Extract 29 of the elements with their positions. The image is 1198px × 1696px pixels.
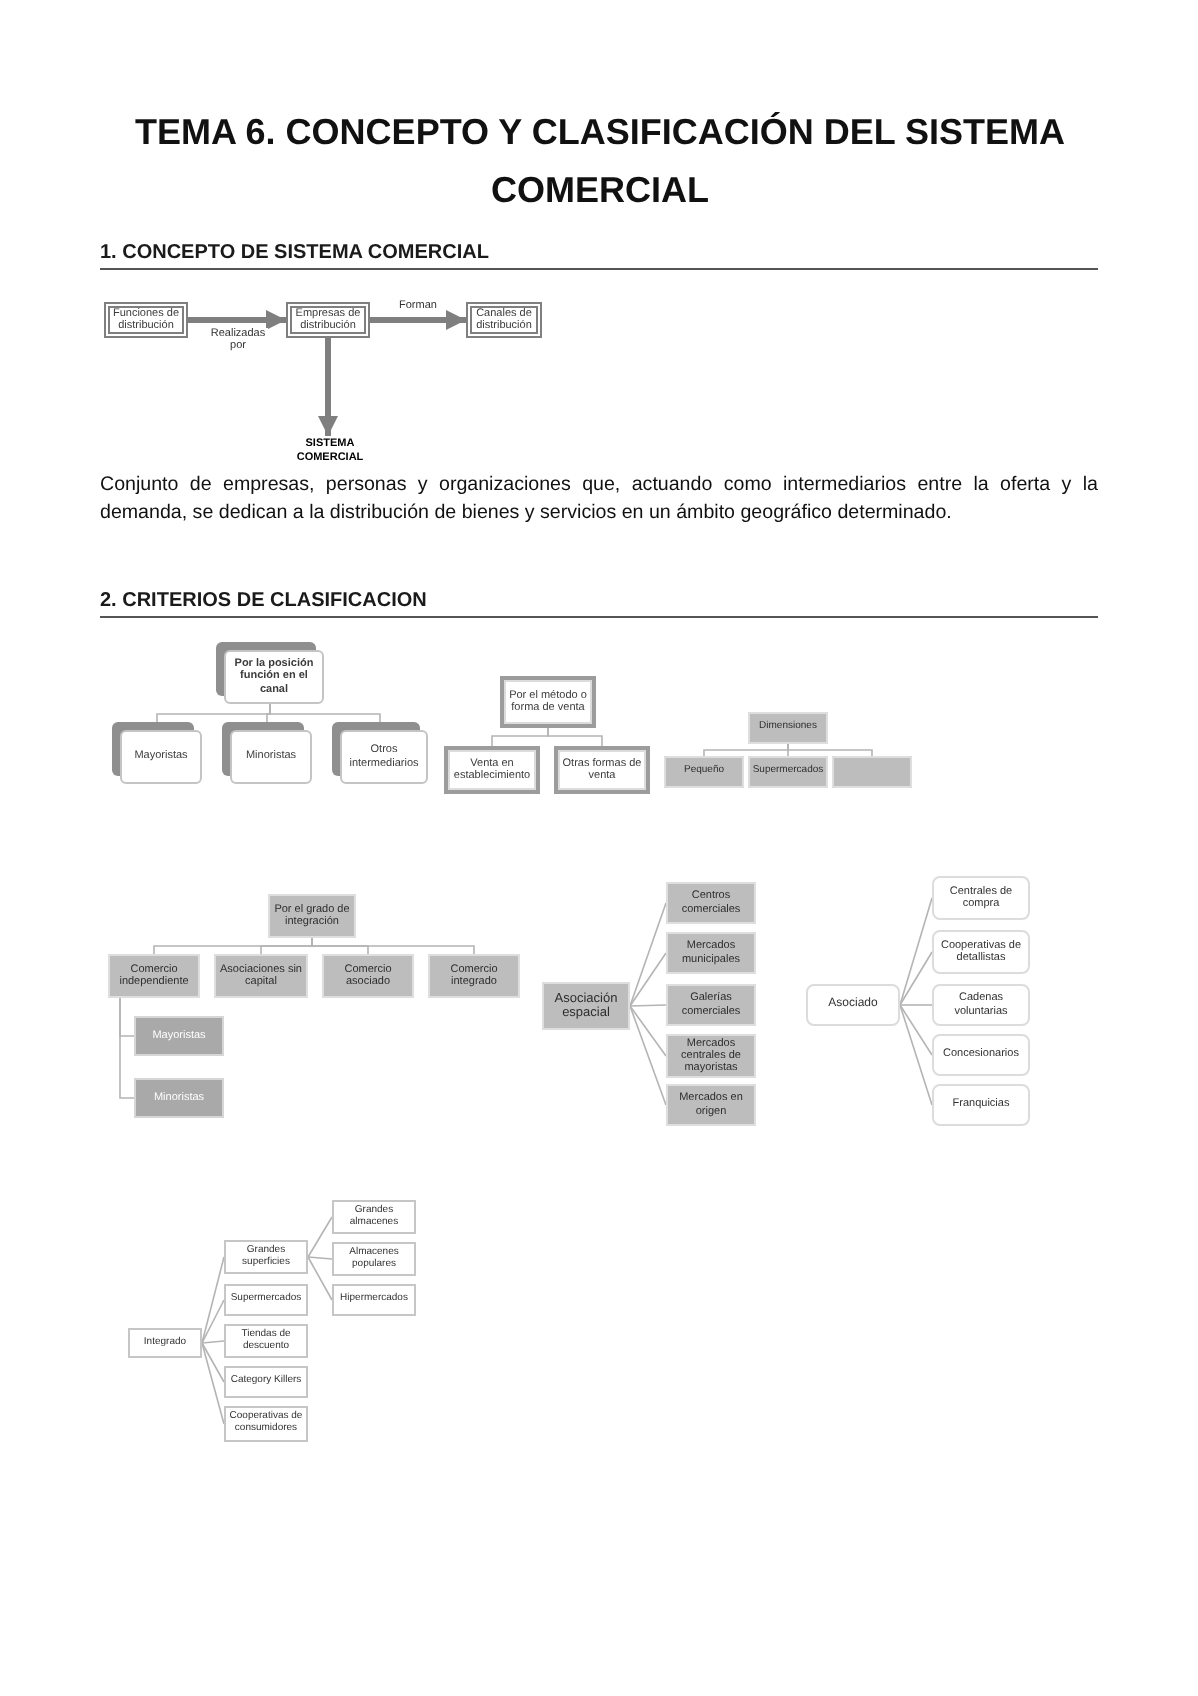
connector-line <box>703 743 789 757</box>
connector-line <box>787 743 873 757</box>
connector-line <box>307 1256 333 1301</box>
connector-line <box>899 1004 933 1056</box>
connector-line <box>119 997 135 1099</box>
connector-line <box>899 897 933 1006</box>
connector-line <box>201 1299 225 1344</box>
connector-line <box>629 1004 667 1007</box>
connector-line <box>899 1004 933 1006</box>
section-heading: 2. CRITERIOS DE CLASIFICACION <box>100 590 427 614</box>
connector-line <box>899 951 933 1006</box>
arrow <box>188 310 286 330</box>
connector-line <box>629 902 667 1007</box>
empty-box <box>832 756 912 788</box>
connector-line <box>899 1004 933 1106</box>
connector-line <box>629 1005 667 1057</box>
connector-line <box>307 1256 333 1260</box>
connector-line <box>201 1340 225 1344</box>
section-heading: 1. CONCEPTO DE SISTEMA COMERCIAL <box>100 242 489 266</box>
connector-line <box>269 703 381 723</box>
connector-line <box>629 1005 667 1106</box>
arrow <box>370 310 466 330</box>
page-title: TEMA 6. CONCEPTO Y CLASIFICACIÓN DEL SISTEMA COMERCIAL <box>132 110 1068 214</box>
connector-line <box>629 952 667 1007</box>
arrow <box>318 338 338 436</box>
connector-line <box>307 1216 333 1258</box>
connector-line <box>547 727 603 747</box>
connector-line <box>201 1342 225 1383</box>
paragraph: Conjunto de empresas, personas y organizaciones que, actuando como intermediarios entre la oferta y la demanda, se dedican a la distribución de bienes y servicios en un ámbito geográfico determinado. <box>100 472 1098 528</box>
